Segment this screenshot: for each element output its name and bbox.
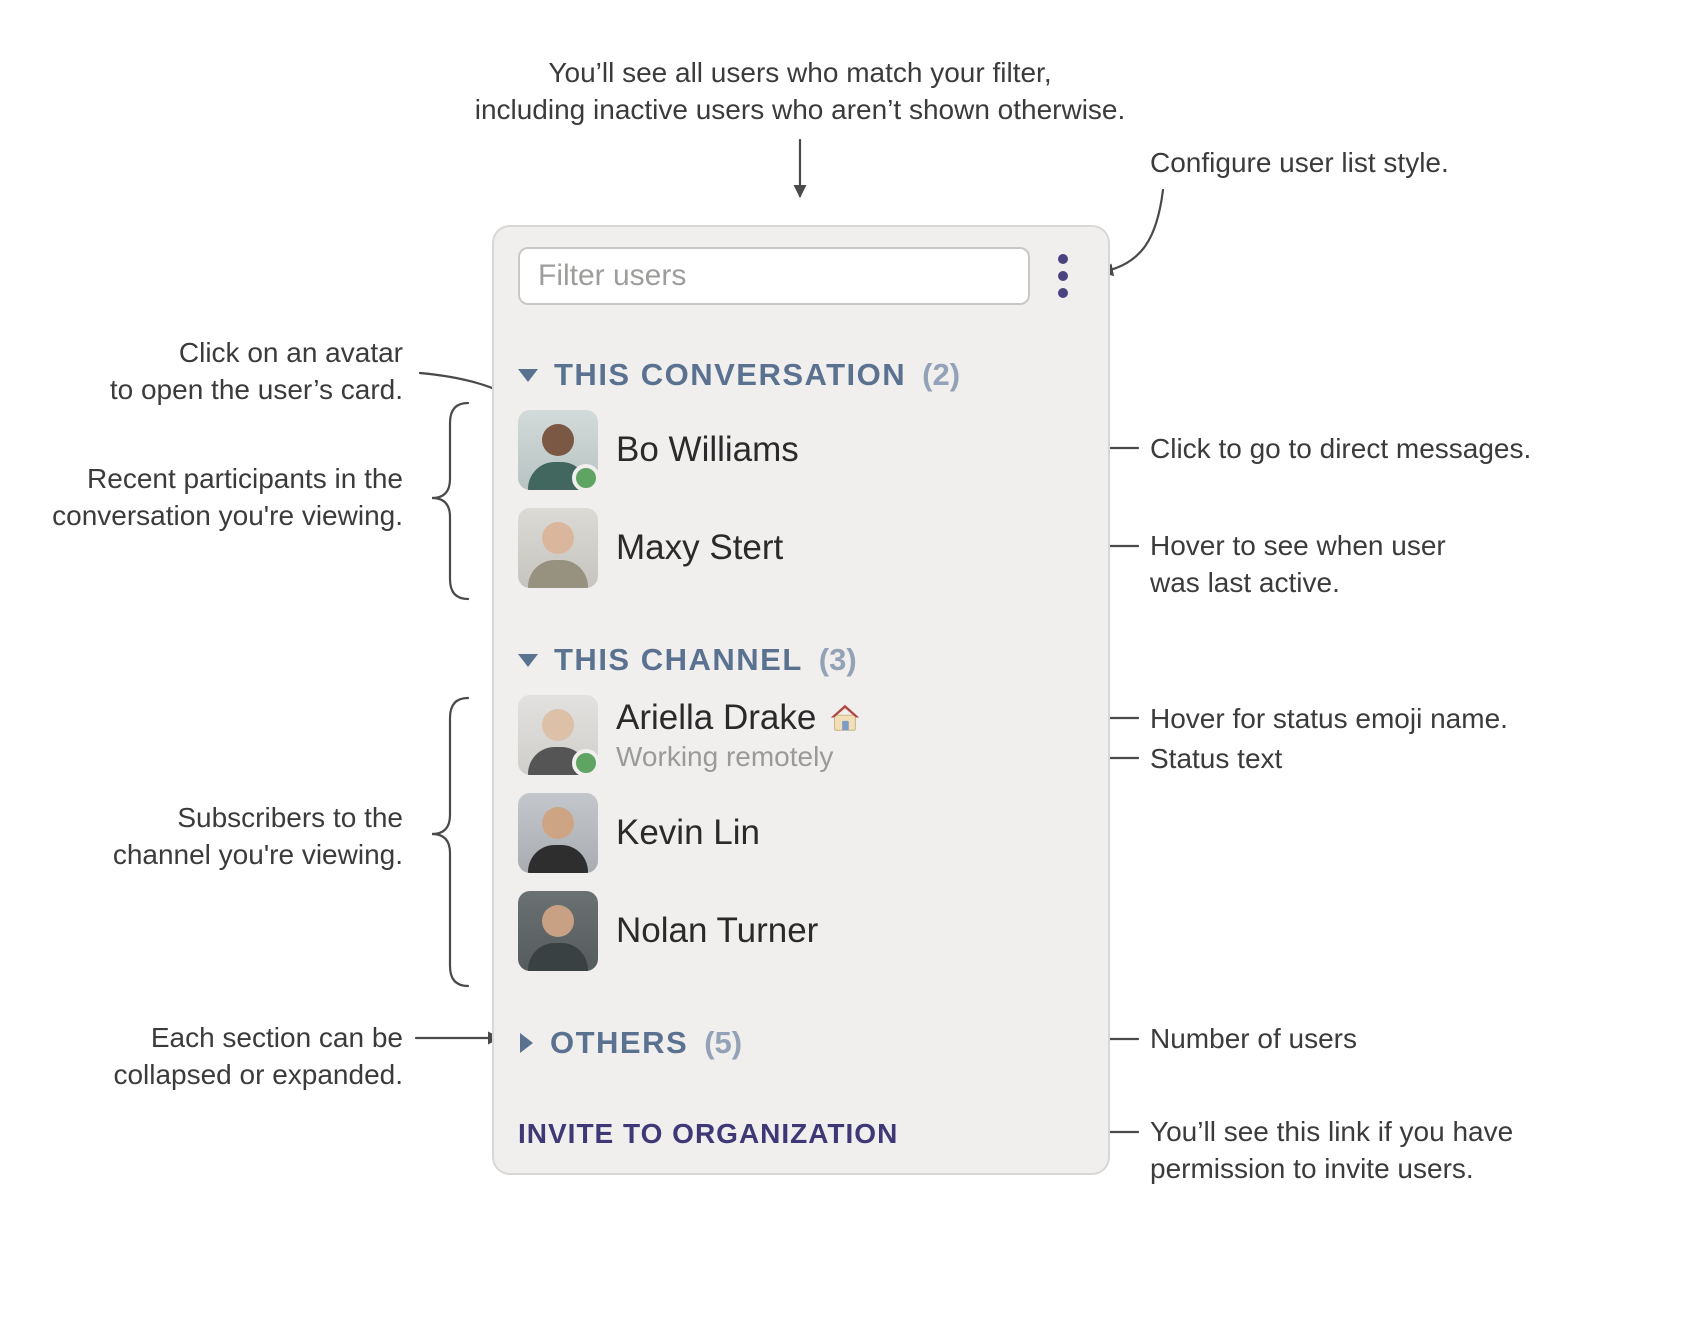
section-label: THIS CHANNEL xyxy=(554,642,803,677)
annotation-filter-results: You’ll see all users who match your filt… xyxy=(475,54,1126,128)
brace-participants xyxy=(431,401,470,601)
user-name[interactable]: Bo Williams xyxy=(616,430,799,469)
annotation-line: Hover to see when user xyxy=(1150,530,1446,561)
annotation-direct-messages: Click to go to direct messages. xyxy=(1150,430,1531,467)
invite-to-organization-link[interactable]: INVITE TO ORGANIZATION xyxy=(518,1118,899,1149)
annotation-line: channel you're viewing. xyxy=(112,839,403,870)
user-meta: Ariella Drake Working remotely xyxy=(616,698,862,773)
annotation-invite-permission: You’ll see this link if you have permiss… xyxy=(1150,1113,1513,1187)
avatar-photo xyxy=(518,793,598,873)
user-list-style-menu-icon[interactable] xyxy=(1042,247,1084,305)
section-count: (2) xyxy=(922,357,961,392)
user-row-maxy-stert[interactable]: Maxy Stert xyxy=(518,508,1084,588)
annotation-line: to open the user’s card. xyxy=(109,374,403,405)
annotation-line: Each section can be xyxy=(150,1022,403,1053)
name-line: Ariella Drake xyxy=(616,698,862,738)
annotation-line: including inactive users who aren’t show… xyxy=(474,94,1126,125)
avatar-maxy-stert[interactable] xyxy=(518,508,598,588)
house-status-emoji-icon[interactable] xyxy=(828,701,862,735)
annotation-line: Hover for status emoji name. xyxy=(1150,703,1508,734)
kebab-dot xyxy=(1058,271,1068,281)
annotation-channel-subscribers: Subscribers to the channel you're viewin… xyxy=(113,799,403,873)
section-header-others[interactable]: OTHERS (5) xyxy=(518,1023,1084,1063)
annotation-recent-participants: Recent participants in the conversation … xyxy=(52,460,403,534)
kebab-dot xyxy=(1058,288,1068,298)
triangle-down-icon xyxy=(518,368,538,382)
filter-users-input[interactable] xyxy=(518,247,1030,305)
annotation-collapse-sections: Each section can be collapsed or expande… xyxy=(113,1019,403,1093)
section-label: THIS CONVERSATION xyxy=(554,357,907,392)
annotation-avatar-card: Click on an avatar to open the user’s ca… xyxy=(110,334,403,408)
annotation-line: was last active. xyxy=(1150,567,1340,598)
online-status-dot xyxy=(572,464,600,492)
section-count: (3) xyxy=(818,642,857,677)
section-count: (5) xyxy=(704,1025,743,1060)
annotation-line: You’ll see all users who match your filt… xyxy=(548,57,1052,88)
annotation-line: Recent participants in the xyxy=(87,463,403,494)
user-row-kevin-lin[interactable]: Kevin Lin xyxy=(518,793,1084,873)
avatar-ariella-drake[interactable] xyxy=(518,695,600,777)
online-status-dot xyxy=(572,749,600,777)
avatar-photo xyxy=(518,891,598,971)
avatar-nolan-turner[interactable] xyxy=(518,891,598,971)
annotation-line: Status text xyxy=(1150,743,1283,774)
annotation-line: Click to go to direct messages. xyxy=(1150,433,1532,464)
annotation-configure-style: Configure user list style. xyxy=(1150,144,1449,181)
annotation-line: Subscribers to the xyxy=(177,802,403,833)
section-label: OTHERS xyxy=(550,1025,689,1060)
triangle-right-icon xyxy=(520,1033,533,1053)
user-name[interactable]: Kevin Lin xyxy=(616,813,760,852)
kebab-dot xyxy=(1058,254,1068,264)
annotation-status-emoji: Hover for status emoji name. xyxy=(1150,700,1508,737)
user-list-panel: THIS CONVERSATION (2) Bo Williams Maxy S… xyxy=(492,225,1110,1175)
annotation-last-active: Hover to see when user was last active. xyxy=(1150,527,1446,601)
annotation-line: conversation you're viewing. xyxy=(52,500,403,531)
section-header-this-channel[interactable]: THIS CHANNEL (3) xyxy=(518,640,1084,680)
connector-configure-note xyxy=(1100,188,1165,277)
section-header-this-conversation[interactable]: THIS CONVERSATION (2) xyxy=(518,355,1084,395)
avatar-bo-williams[interactable] xyxy=(518,410,600,492)
brace-subscribers xyxy=(431,696,470,988)
annotation-line: collapsed or expanded. xyxy=(113,1059,403,1090)
avatar-kevin-lin[interactable] xyxy=(518,793,598,873)
annotation-user-count: Number of users xyxy=(1150,1020,1357,1057)
triangle-down-icon xyxy=(518,653,538,667)
annotation-line: Configure user list style. xyxy=(1150,147,1449,178)
user-name[interactable]: Ariella Drake xyxy=(616,697,817,737)
avatar-photo xyxy=(518,508,598,588)
annotation-line: Click on an avatar xyxy=(178,337,403,368)
user-row-bo-williams[interactable]: Bo Williams xyxy=(518,410,1084,492)
user-name[interactable]: Maxy Stert xyxy=(616,528,784,567)
annotation-line: You’ll see this link if you have xyxy=(1150,1116,1514,1147)
filter-row xyxy=(518,247,1084,305)
annotation-status-text: Status text xyxy=(1150,740,1282,777)
annotation-line: permission to invite users. xyxy=(1150,1153,1474,1184)
user-row-ariella-drake[interactable]: Ariella Drake Working remotely xyxy=(518,695,1084,777)
user-row-nolan-turner[interactable]: Nolan Turner xyxy=(518,891,1084,971)
annotation-line: Number of users xyxy=(1150,1023,1357,1054)
status-text: Working remotely xyxy=(616,740,834,772)
user-name[interactable]: Nolan Turner xyxy=(616,911,819,950)
